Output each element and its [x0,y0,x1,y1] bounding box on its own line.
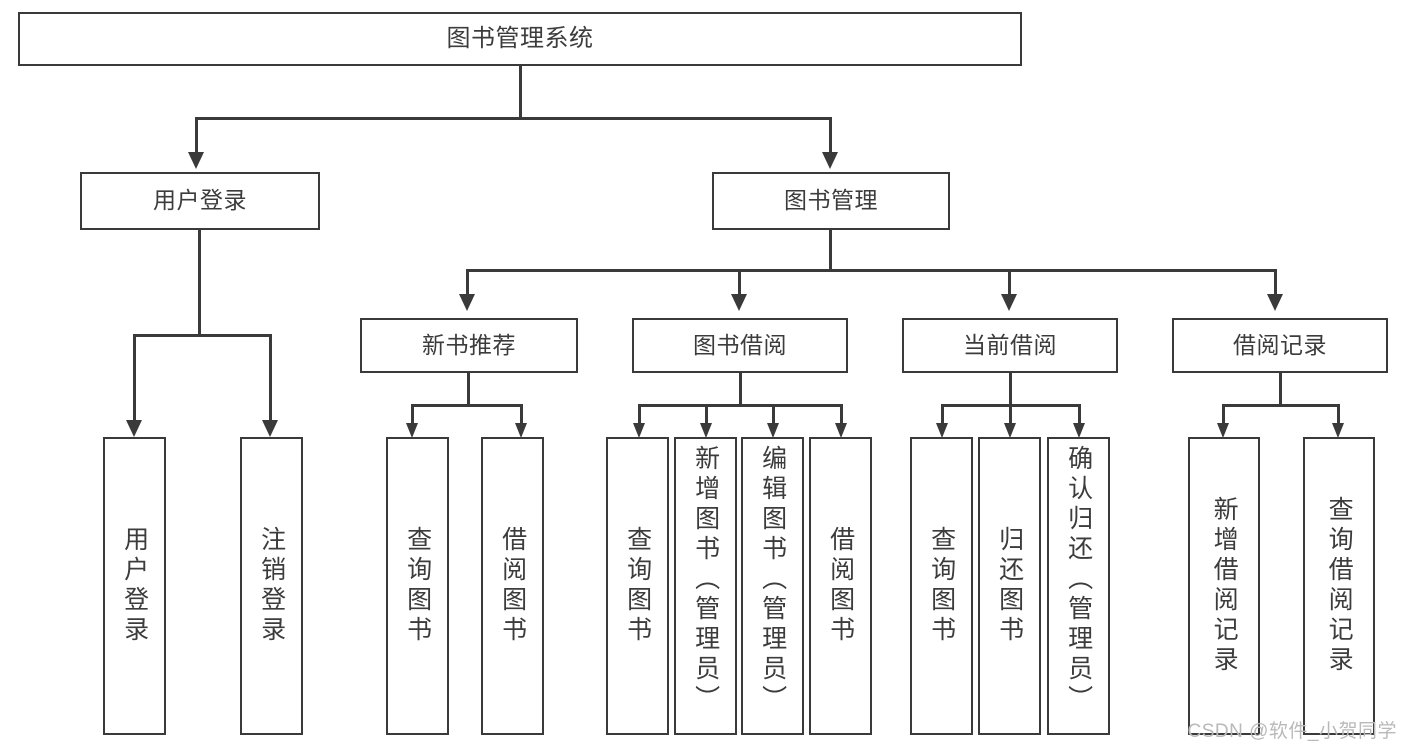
leaf-edit-book[interactable]: 编辑图书（管理员） [741,437,804,735]
arrow-to-borrow-records [1267,294,1283,311]
leaf-borrow-book-newbook[interactable]: 借阅图书 [481,437,544,735]
arrow-to-leaf-logout [262,420,278,437]
connector-book-borrow-drop-4 [840,404,843,424]
connector-new-book-drop-2 [520,404,523,424]
node-label: 查询图书 [403,526,432,646]
node-user-login[interactable]: 用户登录 [80,172,320,230]
node-label: 借阅图书 [498,526,527,646]
node-label: 借阅图书 [826,526,855,646]
node-label: 归还图书 [995,526,1024,646]
connector-user-login-stem [198,230,201,335]
connector-book-manage-stem [829,230,832,271]
node-label: 图书管理系统 [446,24,594,52]
arrow-to-user-login [188,152,204,169]
node-label: 查询图书 [927,526,956,646]
arrow-to-add-book [700,423,712,438]
connector-book-manage-drop-1 [466,269,469,295]
node-new-book-recommend[interactable]: 新书推荐 [360,318,578,373]
node-current-borrow[interactable]: 当前借阅 [902,318,1118,373]
connector-borrow-records-bus [1222,404,1340,407]
node-label: 查询图书 [623,526,652,646]
leaf-query-borrow-record[interactable]: 查询借阅记录 [1303,437,1375,735]
arrow-to-return-book [1004,423,1016,438]
leaf-query-book-newbook[interactable]: 查询图书 [386,437,449,735]
node-book-borrow[interactable]: 图书借阅 [632,318,848,373]
arrow-to-edit-book [767,423,779,438]
node-label: 新书推荐 [422,331,516,358]
connector-current-borrow-drop-1 [941,404,944,424]
node-label: 用户登录 [153,187,247,214]
connector-root-bus [195,117,831,120]
node-label: 用户登录 [120,526,149,646]
node-label: 注销登录 [257,526,286,646]
node-root-system[interactable]: 图书管理系统 [18,12,1022,66]
connector-current-borrow-drop-3 [1078,404,1081,424]
node-label: 图书借阅 [693,331,787,358]
connector-book-borrow-stem [739,373,742,406]
node-label: 编辑图书（管理员） [758,445,787,715]
arrow-to-borrow-book-2 [835,423,847,438]
leaf-query-book-borrow[interactable]: 查询图书 [606,437,669,735]
arrow-to-confirm-return [1073,423,1085,438]
connector-root-stem [519,66,522,118]
arrow-to-borrow-book-1 [515,423,527,438]
connector-user-login-drop-2 [269,334,272,422]
connector-book-borrow-drop-3 [772,404,775,424]
node-label: 图书管理 [784,187,878,214]
connector-user-login-drop-1 [133,334,136,422]
leaf-borrow-book[interactable]: 借阅图书 [809,437,872,735]
leaf-add-borrow-record[interactable]: 新增借阅记录 [1188,437,1260,735]
node-label: 新增借阅记录 [1210,496,1239,676]
arrow-to-new-book [459,294,475,311]
arrow-to-current-borrow [1001,294,1017,311]
connector-book-manage-drop-3 [1008,269,1011,295]
connector-borrow-records-drop-2 [1337,404,1340,424]
leaf-add-book[interactable]: 新增图书（管理员） [674,437,737,735]
connector-book-manage-drop-2 [738,269,741,295]
connector-book-borrow-bus [638,404,843,407]
leaf-return-book[interactable]: 归还图书 [978,437,1041,735]
node-label: 借阅记录 [1233,331,1327,358]
arrow-to-book-borrow [731,294,747,311]
node-label: 查询借阅记录 [1325,496,1354,676]
node-label: 当前借阅 [963,331,1057,358]
connector-book-manage-drop-4 [1274,269,1277,295]
connector-borrow-records-drop-1 [1222,404,1225,424]
connector-new-book-stem [467,373,470,406]
node-label: 确认归还（管理员） [1064,445,1093,715]
connector-current-borrow-drop-2 [1009,404,1012,424]
leaf-query-book-current[interactable]: 查询图书 [910,437,973,735]
leaf-confirm-return[interactable]: 确认归还（管理员） [1047,437,1110,735]
connector-root-drop-2 [829,117,832,153]
arrow-to-add-record [1217,423,1229,438]
connector-current-borrow-stem [1009,373,1012,406]
leaf-user-login[interactable]: 用户登录 [103,437,166,735]
connector-borrow-records-stem [1279,373,1282,406]
arrow-to-book-manage [822,152,838,169]
node-borrow-records[interactable]: 借阅记录 [1172,318,1388,373]
arrow-to-query-record [1332,423,1344,438]
leaf-logout[interactable]: 注销登录 [240,437,303,735]
connector-book-borrow-drop-2 [705,404,708,424]
connector-book-manage-bus [466,269,1277,272]
arrow-to-query-book-2 [633,423,645,438]
connector-user-login-bus [133,334,272,337]
connector-root-drop-1 [195,117,198,153]
connector-book-borrow-drop-1 [638,404,641,424]
connector-new-book-bus [411,404,523,407]
node-label: 新增图书（管理员） [691,445,720,715]
arrow-to-query-book-3 [936,423,948,438]
arrow-to-query-book-1 [406,423,418,438]
connector-new-book-drop-1 [411,404,414,424]
arrow-to-leaf-user-login [126,420,142,437]
node-book-management[interactable]: 图书管理 [712,172,950,230]
